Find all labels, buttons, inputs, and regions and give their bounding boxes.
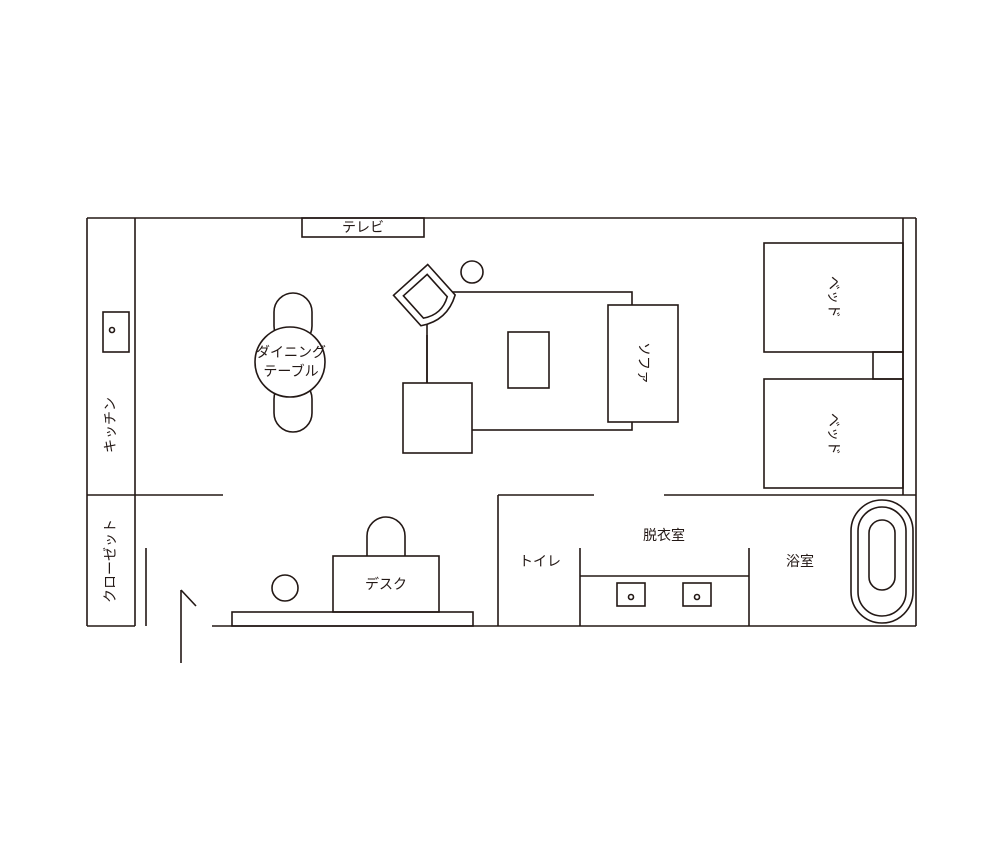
stool-round	[271, 574, 299, 602]
door-swing-mark	[180, 589, 197, 607]
tv-label: テレビ	[342, 220, 384, 236]
kitchen-label: キッチン	[103, 397, 119, 453]
bed-1	[763, 242, 904, 353]
desk-label: デスク	[365, 576, 407, 593]
bed-2-label: ベッド	[825, 413, 841, 455]
dining-set: ダイニング テーブル	[254, 292, 326, 433]
dressing-room-label: 脱衣室	[643, 527, 685, 544]
ottoman	[402, 382, 473, 454]
dining-table	[254, 326, 326, 398]
tv: テレビ	[301, 217, 425, 238]
kitchen-area: キッチン	[102, 311, 130, 453]
bathroom-label: 浴室	[786, 553, 814, 570]
sofa	[607, 304, 679, 423]
coffee-table	[507, 331, 550, 389]
living-area: ソファ	[392, 260, 679, 454]
vanity-sink-right-drain	[693, 593, 701, 601]
bed-1-label: ベッド	[825, 276, 841, 318]
sofa-label: ソファ	[635, 342, 651, 384]
armchair-seat	[402, 273, 449, 319]
bedroom-area: ベッド ベッド	[763, 242, 904, 489]
tv-stand	[301, 217, 425, 238]
armchair	[392, 263, 457, 327]
closet-label: クローゼット	[103, 519, 119, 603]
kitchen-sink	[102, 311, 130, 353]
vanity-sink-left	[616, 582, 646, 607]
counter	[231, 611, 474, 627]
bed-2	[763, 378, 904, 489]
bathroom: 浴室	[786, 499, 914, 624]
vanity-sink-right	[682, 582, 712, 607]
kitchen-sink-drain	[108, 326, 116, 334]
bathtub-basin	[868, 519, 896, 591]
side-table-round	[460, 260, 484, 284]
entrance-door	[180, 589, 197, 663]
dining-table-label-line2: テーブル	[263, 363, 318, 380]
desk-area: デスク	[231, 516, 474, 627]
dressing-room: 脱衣室	[579, 527, 750, 626]
desk-chair	[366, 516, 406, 556]
toilet-label: トイレ	[519, 554, 561, 570]
dining-table-label-line1: ダイニング	[256, 345, 326, 361]
bathtub-outer	[850, 499, 914, 624]
bathtub-rim	[857, 506, 907, 617]
nightstand	[872, 351, 904, 380]
vanity-sink-left-drain	[627, 593, 635, 601]
